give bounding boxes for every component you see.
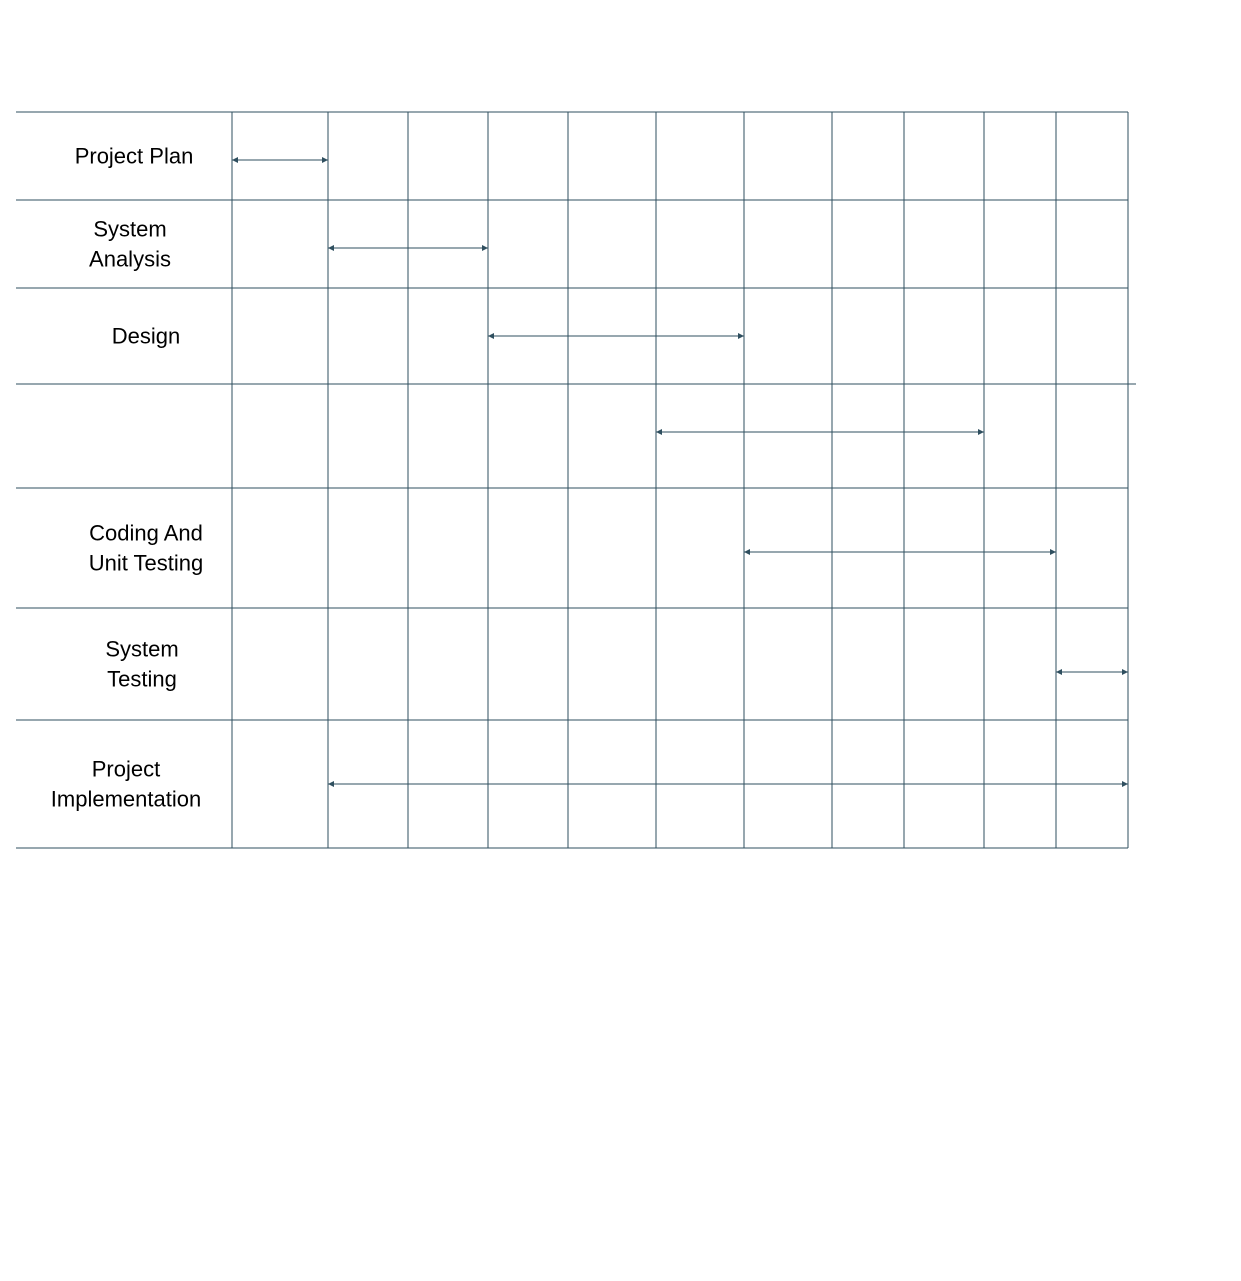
arrow-right-icon [1050, 549, 1056, 555]
task-label: Coding And [89, 521, 203, 546]
arrow-left-icon [656, 429, 662, 435]
task-bar [488, 333, 744, 339]
task-bar [744, 549, 1056, 555]
task-bar [328, 781, 1128, 787]
arrow-right-icon [978, 429, 984, 435]
task-label: Project Plan [75, 144, 194, 169]
arrow-left-icon [328, 781, 334, 787]
task-label: Implementation [51, 787, 201, 812]
task-bar [1056, 669, 1128, 675]
arrow-left-icon [744, 549, 750, 555]
task-bar [328, 245, 488, 251]
arrow-right-icon [1122, 781, 1128, 787]
arrow-right-icon [322, 157, 328, 163]
task-label: System [105, 637, 178, 662]
arrow-right-icon [482, 245, 488, 251]
arrow-left-icon [1056, 669, 1062, 675]
task-bars [232, 157, 1128, 787]
task-label: Testing [107, 667, 177, 692]
task-label: Project [92, 757, 160, 782]
arrow-left-icon [488, 333, 494, 339]
task-label: System [93, 217, 166, 242]
task-bar [656, 429, 984, 435]
arrow-right-icon [1122, 669, 1128, 675]
grid [16, 111, 1136, 849]
task-label: Design [112, 324, 180, 349]
task-label: Analysis [89, 247, 171, 272]
arrow-left-icon [232, 157, 238, 163]
task-bar [232, 157, 328, 163]
task-label: Unit Testing [89, 551, 204, 576]
arrow-left-icon [328, 245, 334, 251]
arrow-right-icon [738, 333, 744, 339]
